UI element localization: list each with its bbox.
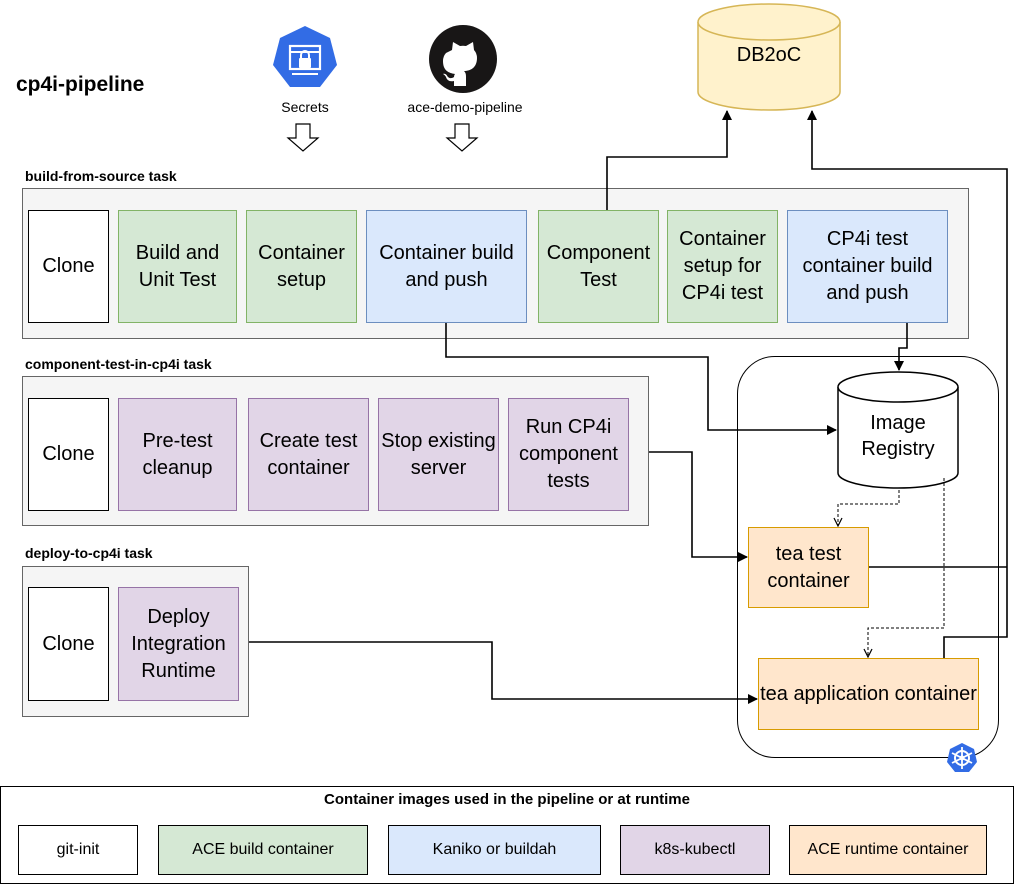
database-label: DB2oC [736, 44, 802, 66]
registry-to-test-container-dotted [838, 490, 900, 526]
legend-ace-build: ACE build container [158, 825, 368, 875]
tea-app-to-db-connector [807, 110, 1008, 658]
github-icon [428, 24, 498, 94]
step-create-test-container: Create test container [248, 398, 369, 511]
legend-git-init: git-init [18, 825, 138, 875]
cp4i-build-to-registry-connector [894, 323, 908, 371]
task-label-component-test: component-test-in-cp4i task [25, 356, 212, 372]
step-clone: Clone [28, 210, 109, 323]
repo-label: ace-demo-pipeline [407, 99, 523, 115]
legend-kaniko-buildah: Kaniko or buildah [388, 825, 601, 875]
component-test-to-db-connector [606, 110, 732, 210]
step-clone: Clone [28, 587, 109, 701]
step-run-cp4i-component-tests: Run CP4i component tests [508, 398, 629, 511]
step-container-build-and-push: Container build and push [366, 210, 527, 323]
step-cp4i-test-container-build: CP4i test container build and push [787, 210, 948, 323]
step-stop-existing-server: Stop existing server [378, 398, 499, 511]
step-clone: Clone [28, 398, 109, 511]
kubernetes-secret-icon [270, 24, 340, 94]
step-pre-test-cleanup: Pre-test cleanup [118, 398, 237, 511]
image-registry-label: Image Registry [861, 412, 935, 460]
kubernetes-icon [946, 742, 978, 774]
build-push-to-registry-connector [445, 323, 837, 435]
step-deploy-integration-runtime: Deploy Integration Runtime [118, 587, 239, 701]
step-component-test: Component Test [538, 210, 659, 323]
task-label-deploy: deploy-to-cp4i task [25, 545, 153, 561]
tea-test-container: tea test container [748, 527, 869, 608]
deploy-to-app-connector [249, 641, 758, 704]
tea-application-container: tea application container [758, 658, 979, 730]
secrets-label: Secrets [281, 99, 329, 115]
secrets-down-arrow [286, 123, 320, 152]
step-container-setup-cp4i-test: Container setup for CP4i test [667, 210, 778, 323]
registry-to-app-container-dotted [868, 478, 945, 657]
step-build-and-unit-test: Build and Unit Test [118, 210, 237, 323]
step-container-setup: Container setup [246, 210, 357, 323]
legend-title: Container images used in the pipeline or… [324, 791, 690, 808]
page-title: cp4i-pipeline [16, 73, 145, 96]
task-label-build-from-source: build-from-source task [25, 168, 177, 184]
legend-ace-runtime: ACE runtime container [789, 825, 987, 875]
image-registry-cylinder [837, 371, 959, 489]
database-cylinder [697, 2, 841, 112]
run-tests-to-test-container-connector [649, 451, 748, 562]
legend-k8s-kubectl: k8s-kubectl [620, 825, 770, 875]
repo-down-arrow [445, 123, 479, 152]
